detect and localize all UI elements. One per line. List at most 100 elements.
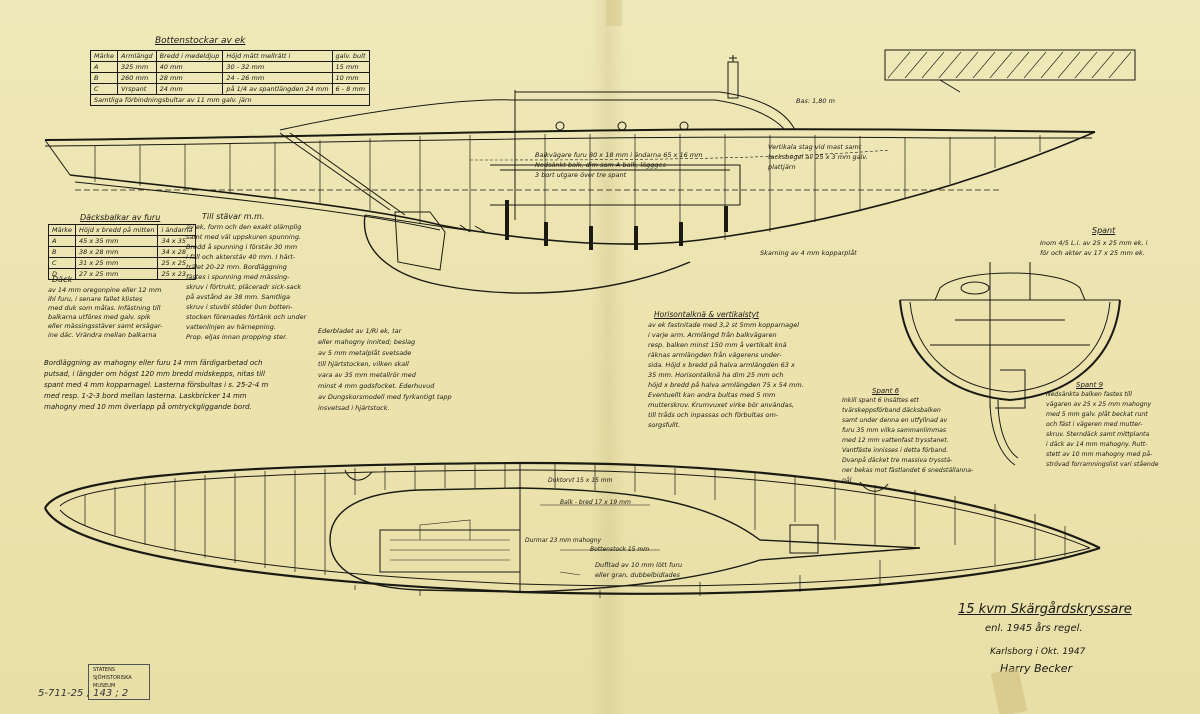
bottom-table-header: Armlängd [117, 50, 157, 62]
deck-beam-cell: 25 x 23 [157, 268, 197, 280]
label-bottenstock: Bottenstock 15 mm [590, 546, 650, 553]
note-line: vattenlinjen av härnepning. [186, 323, 276, 331]
note-line: höjd x bredd på halva armlängden 75 x 54… [648, 381, 804, 389]
archive-number: 5-711-25 ; 143 ; 2 [38, 688, 129, 699]
bottom-table-cell: B [89, 72, 119, 84]
note-line: sorgsfullt. [648, 421, 681, 429]
bottom-table-cell: A [89, 61, 119, 73]
note-line: av 14 mm oregonpine eller 12 mm [48, 286, 162, 294]
spant9-note: Spant 9 Nedsänkta balken fastes till väg… [1046, 380, 1166, 480]
bottom-table-cell: 40 mm [155, 61, 224, 73]
note-line: av Dungskorsmodell med fyrkantigt tapp [318, 393, 452, 401]
stavar-note: Till stävar m.m. av ek, form och den exa… [186, 212, 311, 352]
note-line: ner bekas mot fästlandet 6 snedställanna… [842, 467, 974, 474]
note-line: räknas armlängden från vägerens under- [648, 351, 782, 359]
bottom-table-cell: C [89, 83, 119, 95]
label-plattjarn: plattjärn [768, 163, 796, 171]
note-line: insvetsad i hjärtstock. [318, 404, 390, 412]
note-line: fästes i spunning med mässing- [186, 273, 290, 281]
spant6-note: Spant 6 Inkill spant 6 insättes ett tvär… [842, 386, 974, 486]
note-line: i varje arm. Armlängd från balkvägaren [648, 331, 777, 339]
note-line: trälet 20-22 mm. Bordläggning [186, 263, 287, 271]
note-line: balkarna utföres med galv. spik [48, 313, 151, 321]
label-stag: 3 bort utgare över tre spant [535, 171, 627, 179]
bottom-table-cell: 10 mm [331, 72, 370, 84]
note-line: Ederbladet av 1/Ri ek, tar [318, 327, 402, 335]
note-line: Bredd å spunning i förstäv 30 mm [186, 243, 298, 251]
note-line: mutterskruv. Krumvuxet virke bör använda… [648, 401, 795, 409]
deck-beam-cell: C [47, 257, 77, 269]
note-line: mahogny med 10 mm överlapp på omtryckgli… [44, 403, 252, 411]
bottom-table-header: Märke [89, 50, 119, 62]
note-line: i fäll och akterstäv 40 mm. I härt- [186, 253, 296, 261]
note-line: ine däc. Vrändra mellan balkarna [48, 331, 157, 339]
label-durmar: Durmar 23 mm mahogny [525, 537, 602, 544]
tape-mark [606, 0, 622, 26]
deck-beam-cell: B [47, 246, 77, 258]
note-line: Vantfäste innisses i detta förband. [842, 447, 949, 454]
bottom-table-cell: på 1/4 av spantlängden 24 mm [222, 83, 333, 95]
bottom-table-cell: 6 - 8 mm [331, 83, 370, 95]
note-line: Däck [52, 275, 73, 284]
note-line: Eventuellt kan andra bultas med 5 mm [648, 391, 776, 399]
note-line: i däck av 14 mm mahogny. Rutt- [1046, 441, 1148, 448]
note-line: spant med 4 mm kopparnagel. Lasterna för… [44, 381, 269, 389]
bottom-table-cell: Vrspant [117, 83, 157, 95]
note-line: Inom 4/5 L.i. av 25 x 25 mm ek, i [1040, 239, 1148, 247]
drawing-subtitle: enl. 1945 års regel. [985, 623, 1083, 634]
note-line: Prop. eljas innan propping ster. [186, 333, 288, 341]
note-line: minst 4 mm godsfocket. Ederhuvud [318, 382, 435, 390]
bottom-table-cell: 30 - 32 mm [222, 61, 333, 73]
bottom-table-title: Bottenstockar av ek [155, 36, 246, 46]
note-line: skruv i förtrukt, pläceradr sick-sack [186, 283, 302, 291]
label-balkvagare: Balkvägare furu 80 x 18 mm i ändarna 65 … [535, 151, 703, 159]
label-bultat2: eller gran, dubbelbidlades [595, 571, 681, 579]
note-line: med 5 mm galv. plåt beckat runt [1046, 411, 1148, 418]
deck-beam-table: Märke Höjd x bredd på mitten i ändarna A… [47, 224, 197, 280]
note-line: resp. balken minst 150 mm å vertikalt kn… [648, 341, 787, 349]
paper-fold [590, 0, 626, 714]
note-line: eller mässingsstäver samt ersägar- [48, 322, 163, 330]
bottom-table-cell: 15 mm [331, 61, 370, 73]
bottom-table-footer: Samtliga förbindningsbultar av 11 mm gal… [90, 94, 370, 106]
deck-beam-cell: 34 x 28 [157, 246, 197, 258]
bottom-table: Märke Armlängd Bredd i medeldjup Höjd mä… [89, 50, 370, 106]
note-line: på avstånd av 38 mm. Samtliga [186, 293, 290, 301]
note-line: Spant 9 [1076, 381, 1104, 389]
note-line: tvärskeppsförband däcksbalken [842, 407, 941, 414]
bottom-table-header: Bredd i medeldjup [155, 50, 224, 62]
label-vertikala: Vertikala stag vid mast samt [768, 143, 862, 151]
note-line: ihl furu, i senare fallet klistes [48, 295, 143, 303]
ederbladet-note: Ederbladet av 1/Ri ek, tar eller mahogny… [318, 326, 452, 414]
label-skarning: Skarning av 4 mm kopparplåt [760, 249, 857, 257]
bottom-table-header: Höjd mätt mellrätt i [222, 50, 333, 62]
note-line: Spant [1092, 226, 1116, 235]
note-line: eller mahogny innited; beslag [318, 338, 416, 346]
note-line: med duk som målas. Infästning till [48, 304, 161, 312]
drawing-title: 15 kvm Skärgårdskryssare [958, 602, 1132, 617]
label-bultat: Dufltad av 10 mm lött furu [595, 561, 683, 569]
note-line: nål [842, 477, 852, 484]
note-line: samt med väl uppskuren spunning. [186, 233, 302, 241]
note-line: Nedsänkta balken fastes till [1046, 391, 1132, 398]
note-line: putsad, i längder om högst 120 mm bredd … [44, 370, 265, 378]
note-line: stett av 10 mm mahogny med på- [1046, 451, 1153, 458]
drawing-place-date: Karlsborg i Okt. 1947 [990, 647, 1086, 657]
note-line: furu 35 mm vilka sammanlimmas [842, 427, 947, 434]
plan-view [44, 461, 1101, 598]
stamp-line: STATENS [93, 667, 115, 673]
note-line: Spant 6 [872, 387, 900, 395]
note-line: strövad forramningslist vari stående [1046, 461, 1159, 468]
bottom-table-cell: 260 mm [117, 72, 157, 84]
hatch-detail [884, 49, 1136, 93]
deck-beam-cell: 45 x 35 mm [75, 235, 159, 247]
bottom-table-cell: 24 mm [155, 83, 224, 95]
bottom-table-cell: 24 - 26 mm [222, 72, 333, 84]
note-line: till hjärtstocken, vilken skall [318, 360, 409, 368]
note-line: med resp. 1-2-3 bord mellan lasterna. La… [44, 392, 247, 400]
bottom-table-header: galv. bult [331, 50, 370, 62]
note-line: av ek, form och den exakt olämplig [186, 223, 302, 231]
note-line: skruv i stuvbl stöder 0un botten- [186, 303, 293, 311]
